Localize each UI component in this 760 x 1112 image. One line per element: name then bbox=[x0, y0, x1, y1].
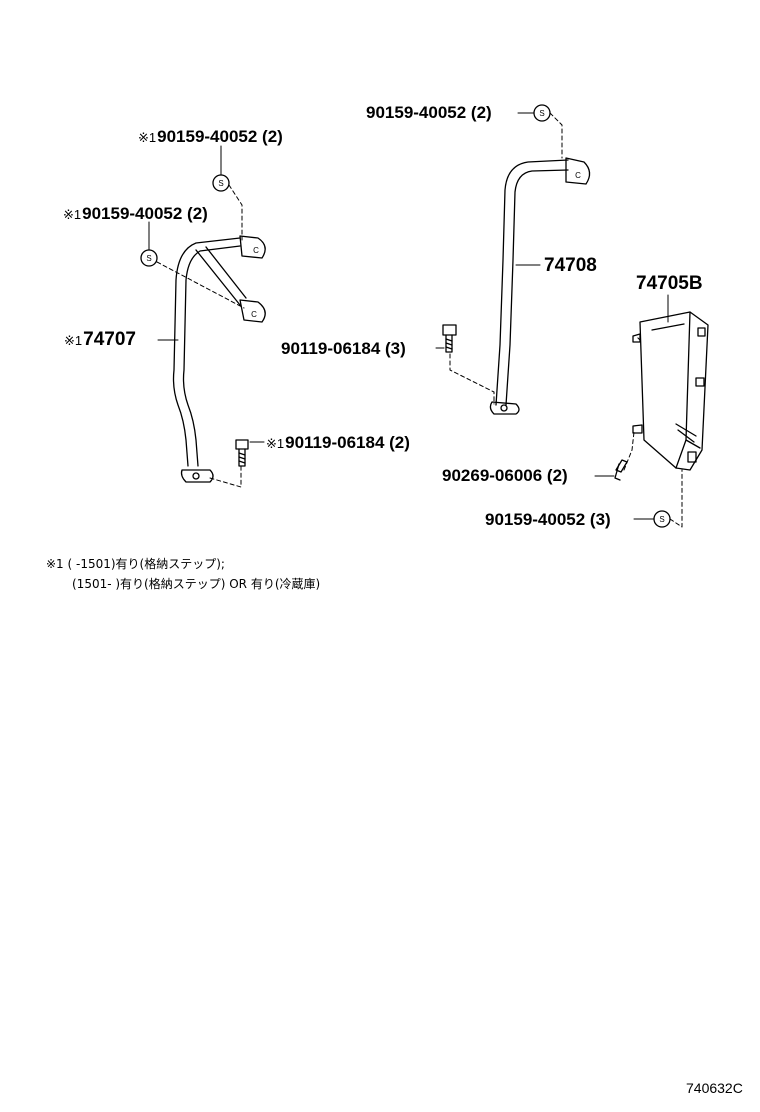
nut-symbol-left-top: S bbox=[212, 174, 230, 192]
clip-symbol-left-mid: C bbox=[251, 310, 257, 319]
footnote-line-2: (1501- )有り(格納ステップ) OR 有り(冷蔵庫) bbox=[72, 577, 321, 591]
footnote-line-1: ※1 ( -1501)有り(格納ステップ); bbox=[46, 557, 225, 571]
callout-left-nut-top: ※190159-40052 (2) bbox=[138, 127, 283, 146]
svg-text:S: S bbox=[146, 254, 151, 263]
assist-grip-74707 bbox=[172, 235, 266, 483]
nut-symbol-bottom: S bbox=[653, 510, 671, 528]
callout-left-bolt: ※190119-06184 (2) bbox=[266, 433, 410, 452]
svg-text:C: C bbox=[253, 246, 259, 255]
right-leader-lines bbox=[435, 112, 563, 405]
callout-cover-74705b: 74705B bbox=[636, 273, 703, 294]
assist-grip-74708 bbox=[489, 157, 591, 415]
callout-right-nut-top: 90159-40052 (2) bbox=[366, 103, 492, 122]
svg-text:C: C bbox=[251, 310, 257, 319]
screw bbox=[614, 459, 628, 481]
svg-text:S: S bbox=[659, 515, 664, 524]
bolt-right bbox=[442, 324, 457, 353]
nut-symbol-left-mid: S bbox=[140, 249, 158, 267]
bolt-left bbox=[235, 439, 249, 467]
clip-symbol-left-top: C bbox=[253, 246, 259, 255]
svg-text:S: S bbox=[539, 109, 544, 118]
diagram-code: 740632C bbox=[686, 1080, 743, 1096]
callout-screw: 90269-06006 (2) bbox=[442, 466, 568, 485]
callout-bottom-nut: 90159-40052 (3) bbox=[485, 510, 611, 529]
svg-text:C: C bbox=[575, 171, 581, 180]
callout-left-rail-74707: ※174707 bbox=[64, 329, 136, 350]
clip-symbol-right-top: C bbox=[575, 171, 581, 180]
callout-right-rail-74708: 74708 bbox=[544, 255, 597, 276]
callout-left-nut-mid: ※190159-40052 (2) bbox=[63, 204, 208, 223]
cover-leader-lines bbox=[594, 294, 683, 528]
svg-text:S: S bbox=[218, 179, 223, 188]
nut-symbol-right-top: S bbox=[533, 104, 551, 122]
left-leader-lines bbox=[148, 145, 265, 488]
callout-right-bolt: 90119-06184 (3) bbox=[281, 339, 406, 358]
cover-74705b bbox=[632, 311, 709, 471]
